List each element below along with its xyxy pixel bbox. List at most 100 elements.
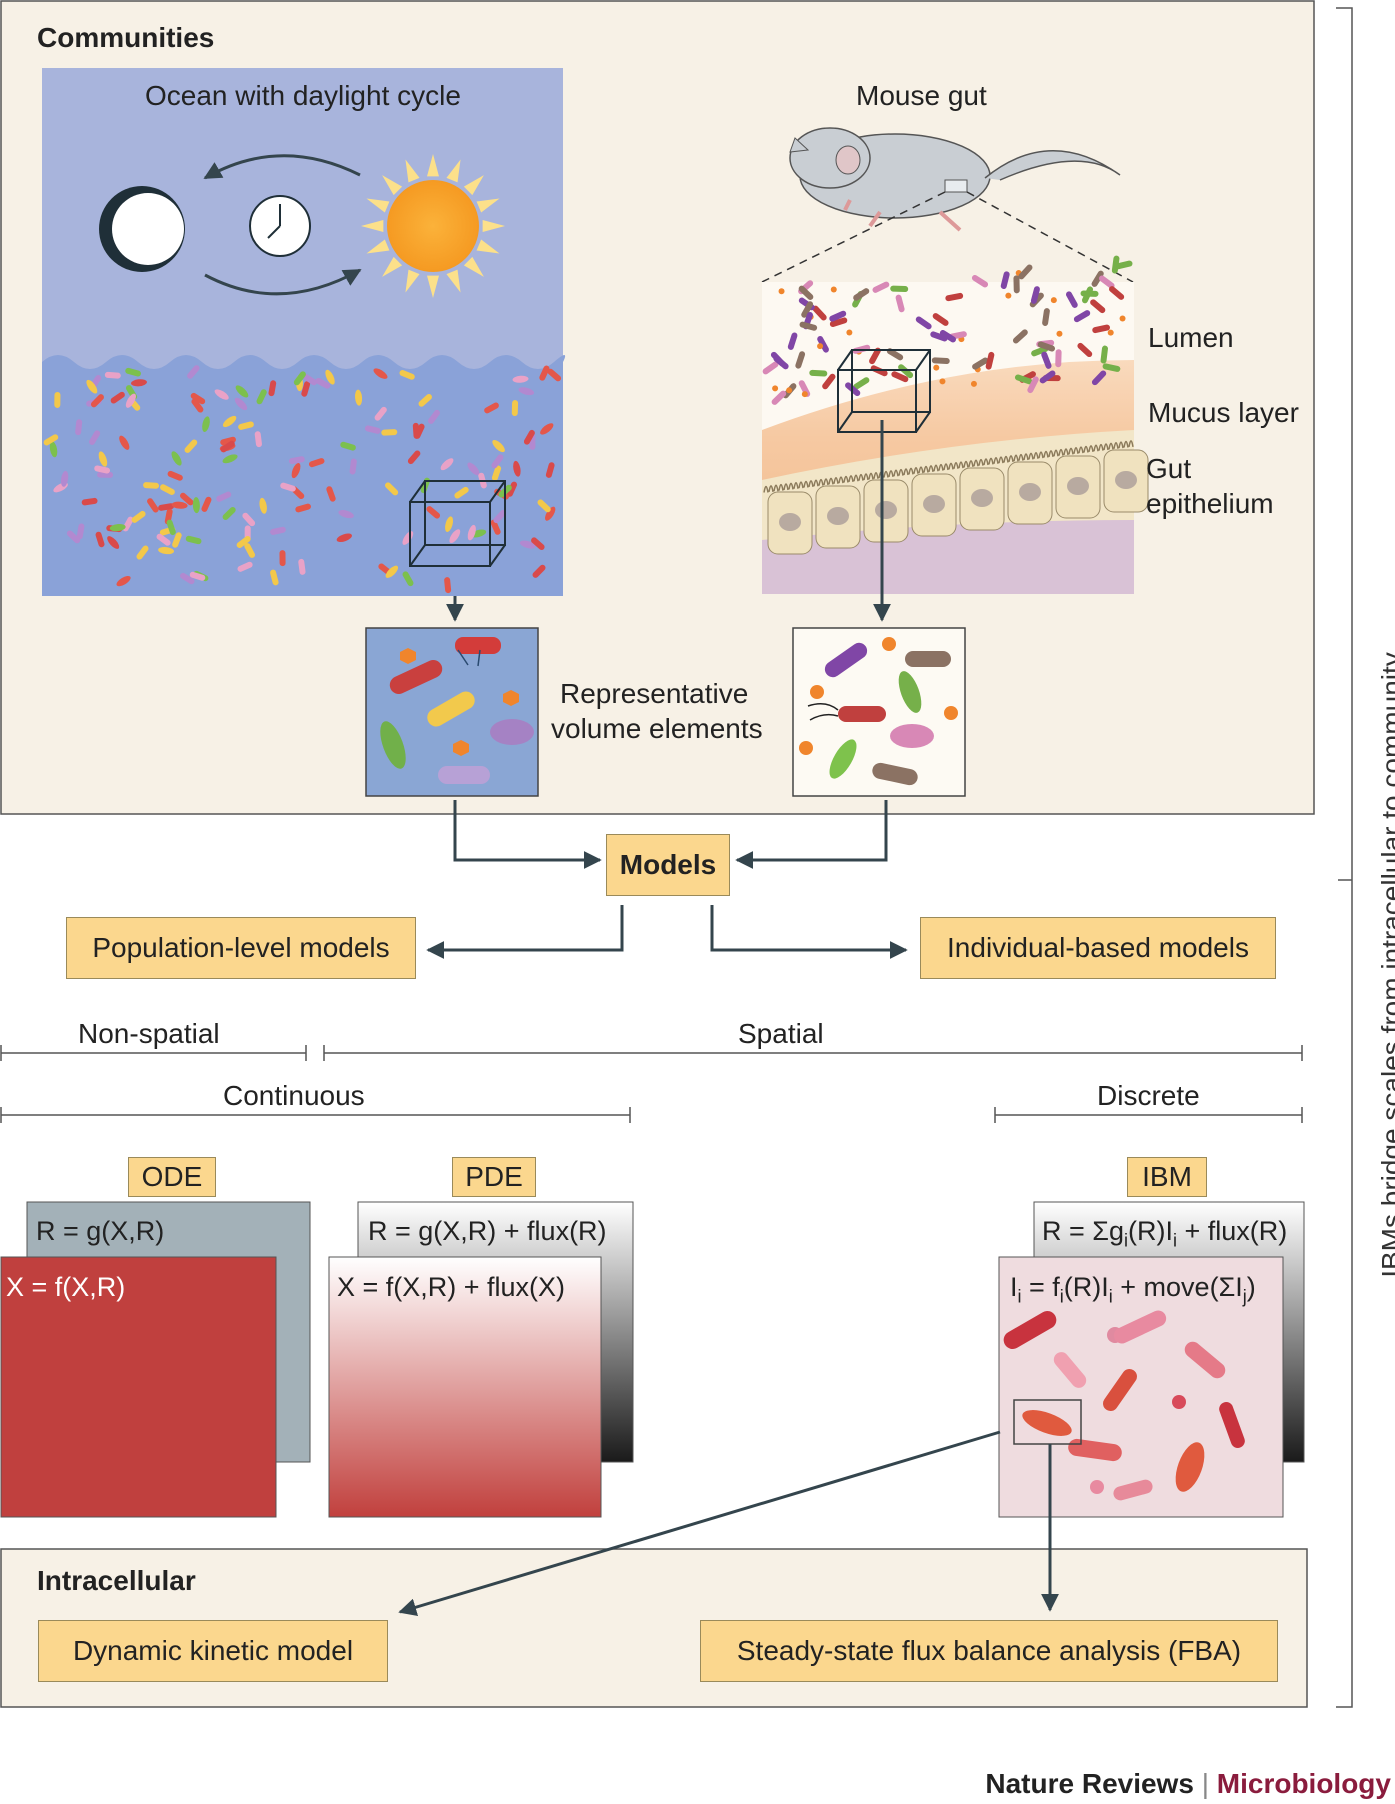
ocean-bacterium [216,491,232,502]
ocean-bacterium [220,436,236,446]
sun-ray [482,220,505,232]
gut-bacterium [1055,349,1062,368]
gut-bacterium [1041,351,1052,369]
spatial-label: Spatial [738,1018,824,1049]
ocean-bacterium [214,389,229,400]
ocean-bacterium [143,482,160,489]
ocean-bacterium [171,501,188,509]
ocean-bacterium [444,577,452,594]
gut-bacterium [1100,345,1108,364]
ibm-cell [1219,1402,1245,1448]
ocean-bacterium [98,451,108,467]
sun-ray [476,198,500,213]
gut-bacterium [1091,270,1104,287]
mouse-title: Mouse gut [856,80,987,111]
gut-bacterium [1073,310,1091,323]
ocean-bacterium [192,497,200,514]
gut-bacterium [915,316,932,330]
cell-nucleus [971,489,993,507]
ocean-title: Ocean with daylight cycle [145,80,461,111]
epithelial-cells [763,440,1149,555]
cycle-arrow-top [203,154,361,180]
gut-particle [786,387,793,394]
ocean-bacterium [90,394,104,408]
ocean-bacterium [280,482,296,492]
ocean-bacterium [349,458,357,475]
gut-bacterium [1090,299,1106,314]
ocean-bacterium [402,571,414,587]
ocean-bacterium [373,368,388,379]
ocean-bacterium [547,368,562,382]
ibm-panel [998,1201,1305,1518]
ocean-bacterium [490,519,501,535]
sun-ray [382,256,403,277]
ocean-bacterium [60,470,69,487]
ocean-bacteria [43,365,562,594]
ode-r-equation: R = g(X,R) [36,1216,165,1246]
ocean-bacterium [107,536,120,549]
ocean-bacterium [440,458,454,471]
ibm-cell [1113,1310,1167,1344]
ocean-bacterium [190,392,206,405]
ocean-bacterium [539,365,550,381]
gut-bacterium [798,285,814,300]
ocean-bacterium [202,416,210,433]
cell-nucleus [923,495,945,513]
gut-bacterium [972,357,989,370]
ocean-bacterium [131,379,147,387]
ocean-bacterium [222,454,238,464]
gut-scene [762,255,1149,594]
ocean-bacterium [513,460,521,477]
ocean-bacterium [484,402,499,414]
ocean-bacterium [256,389,267,405]
gut-particle [846,329,853,336]
gut-bacterium [1091,370,1107,386]
gut-bacterium [787,332,798,350]
epithelium-label: epithelium [1146,488,1274,519]
side-bracket [1336,7,1353,1708]
gut-bacterium [898,364,914,379]
gut-bacterium [1013,275,1020,294]
ocean-bacterium [86,379,98,394]
models-to-individual-arrow [710,905,908,959]
ocean-bacterium [454,486,469,499]
sun-ray [446,159,461,183]
gut-bacterium [1042,308,1050,326]
ocean-bacterium [254,431,262,448]
gut-particle [1050,297,1057,304]
non-spatial-bracket [0,1045,307,1061]
ocean-bacterium [506,481,518,497]
ocean-bacterium [109,524,126,532]
gut-bacterium [1014,374,1033,385]
gut-bacterium [799,321,818,331]
gut-bacterium [809,369,828,377]
ocean-bacterium [301,381,311,397]
ocean-bacterium [94,465,111,474]
side-label: IBMs bridge scales from intracellular to… [1376,652,1395,1278]
gut-bacterium [890,285,909,293]
ocean-bacterium [43,434,59,446]
gut-bacterium [829,317,848,327]
ocean-bacterium [236,536,251,549]
gut-bacterium [822,373,836,390]
gut-bacterium [801,301,814,318]
footer-separator: | [1201,1768,1209,1799]
gut-bacterium [1077,342,1093,358]
ocean-bacterium [364,425,381,434]
ocean-volume-cube [409,480,506,567]
gut-particle [778,288,785,295]
ocean-bacterium [66,530,81,544]
ocean-bacterium [76,523,85,540]
sun-ray [361,220,384,232]
ocean-bacterium [81,497,98,506]
gut-bacterium [945,292,964,302]
mucus-layer-label: Mucus layer [1148,397,1299,428]
ocean-bacterium [235,385,249,398]
gut-bacterium [1109,286,1125,300]
ocean-bacterium [234,397,248,411]
gut-bacterium [1037,341,1056,352]
ocean-bacterium [158,546,175,555]
ocean-bacterium [172,532,182,548]
ocean-bacterium [279,550,286,567]
